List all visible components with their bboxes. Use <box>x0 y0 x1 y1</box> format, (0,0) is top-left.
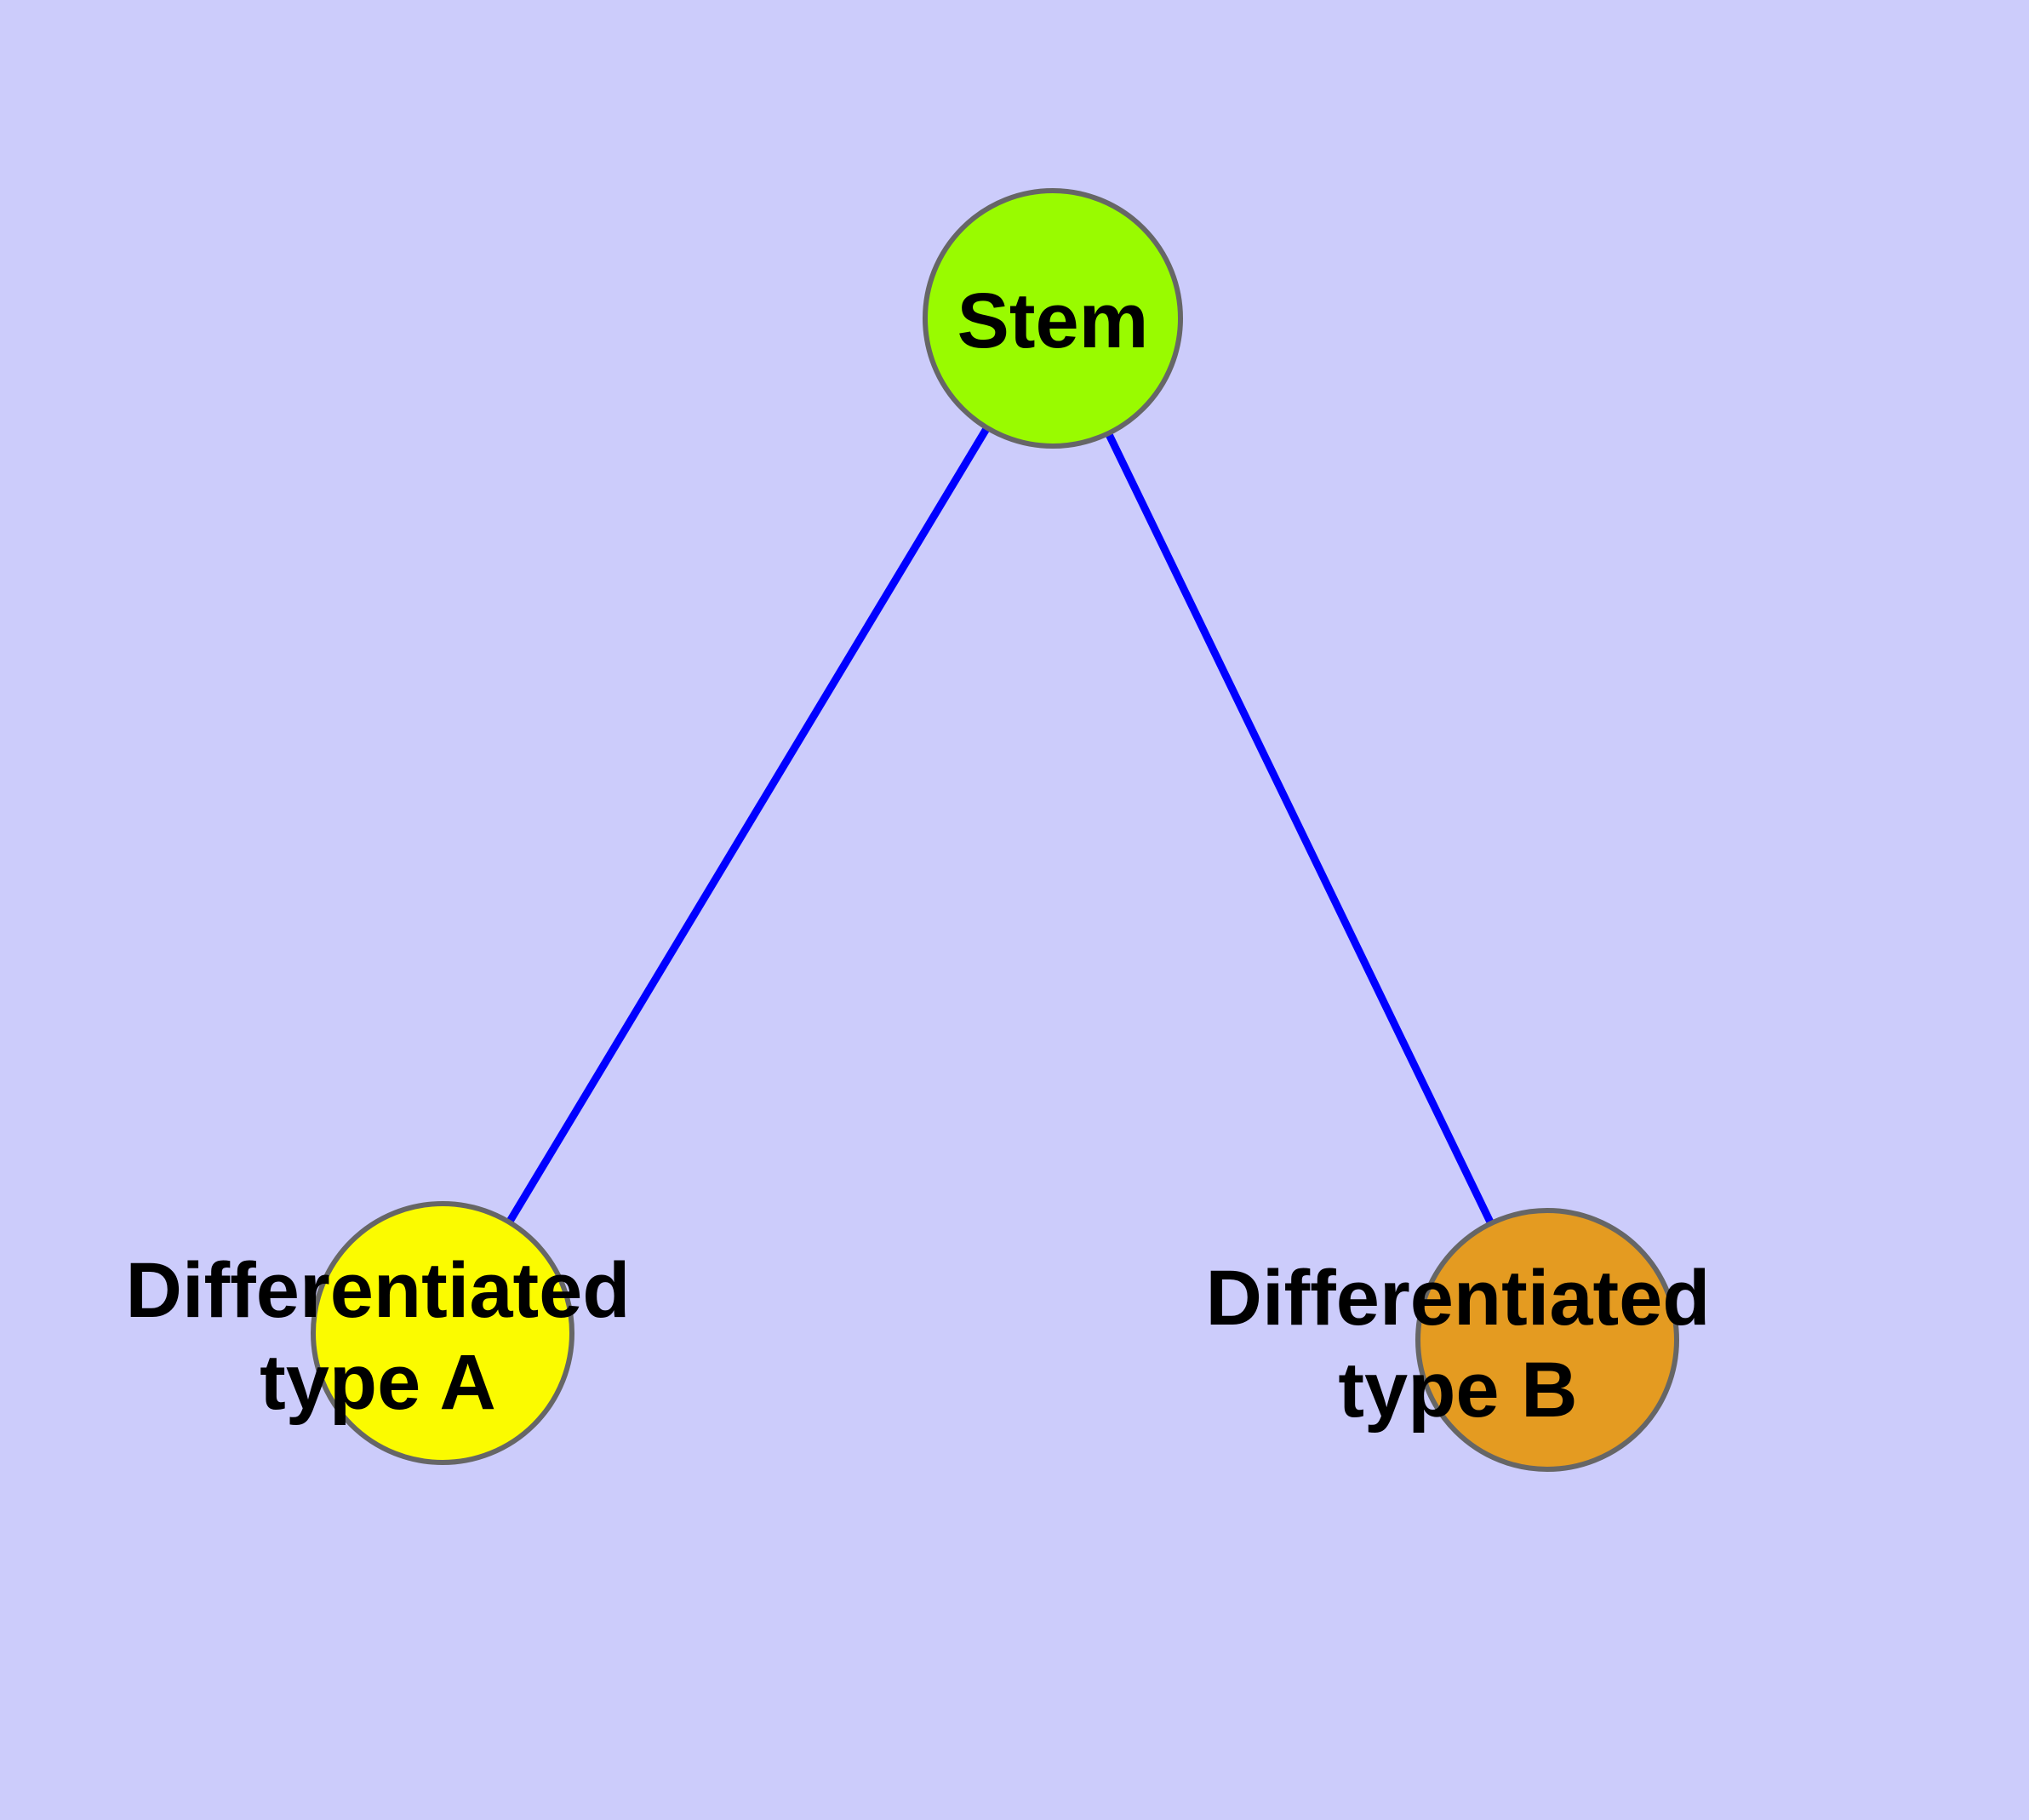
graph-node-label-line: Stem <box>957 278 1149 364</box>
nodes-layer <box>311 188 1679 1472</box>
graph-node-label-line: type A <box>260 1339 496 1426</box>
graph-node-label-line: type B <box>1338 1347 1577 1434</box>
graph-node-stem[interactable] <box>923 188 1183 449</box>
graph-node-label-line: Differentiated <box>1206 1255 1711 1342</box>
graph-node-diff_a[interactable] <box>311 1201 574 1465</box>
graph-node-diff_b[interactable] <box>1415 1208 1679 1472</box>
graph-node-label-stem: Stem <box>957 278 1149 364</box>
graph-edge-stem-to-diff_b[interactable] <box>1049 317 1552 1342</box>
graph-edge-stem-to-diff_a[interactable] <box>439 316 1056 1336</box>
graph-node-label-line: Differentiated <box>126 1247 631 1334</box>
edges-layer <box>439 316 1552 1342</box>
